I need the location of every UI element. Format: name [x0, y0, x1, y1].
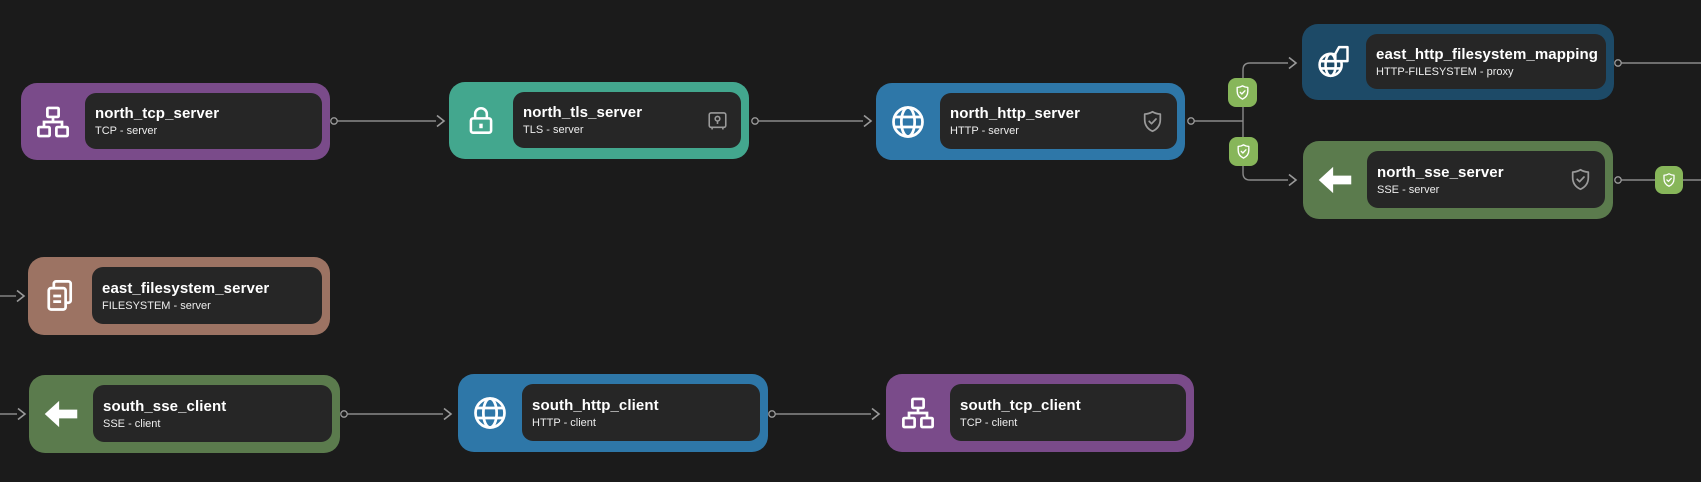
output-port-north-tcp[interactable]: [330, 117, 338, 125]
node-panel: north_http_server HTTP - server: [940, 93, 1177, 149]
node-panel: south_http_client HTTP - client: [522, 384, 760, 441]
arrowhead: [871, 407, 881, 421]
globe-icon: [876, 83, 940, 160]
vault-icon: [706, 109, 729, 132]
node-title: north_tcp_server: [95, 105, 220, 122]
arrowhead: [443, 407, 453, 421]
output-port-north-sse[interactable]: [1614, 176, 1622, 184]
arrowhead: [1288, 173, 1298, 187]
node-subtitle: HTTP-FILESYSTEM - proxy: [1376, 65, 1514, 78]
arrowhead: [863, 114, 873, 128]
node-subtitle: HTTP - server: [950, 125, 1019, 137]
node-panel: south_tcp_client TCP - client: [950, 384, 1186, 441]
node-title: south_sse_client: [103, 397, 227, 415]
arrow-left-icon: [29, 375, 93, 453]
output-port-http-client[interactable]: [768, 410, 776, 418]
node-title: north_tls_server: [523, 104, 643, 121]
shield-check-icon: [1237, 144, 1250, 159]
copy-icon: [28, 257, 92, 335]
node-title: south_http_client: [532, 396, 659, 414]
sitemap-icon: [21, 83, 85, 160]
node-south_tcp_client[interactable]: south_tcp_client TCP - client: [886, 374, 1194, 452]
node-subtitle: SSE - server: [1377, 183, 1440, 196]
node-south_sse_client[interactable]: south_sse_client SSE - client: [29, 375, 340, 453]
node-subtitle: TLS - server: [523, 124, 584, 136]
node-panel: north_sse_server SSE - server: [1367, 151, 1605, 208]
arrowhead: [16, 289, 26, 303]
node-north_sse_server[interactable]: north_sse_server SSE - server: [1303, 141, 1613, 219]
shield-check-icon: [1140, 109, 1165, 134]
shield-check-icon: [1236, 85, 1249, 100]
node-panel: south_sse_client SSE - client: [93, 385, 332, 442]
node-title: south_tcp_client: [960, 396, 1081, 414]
edge-http-to-sse[interactable]: [1242, 121, 1288, 181]
node-title: north_http_server: [950, 105, 1081, 122]
security-badge-sse-out[interactable]: [1655, 166, 1683, 194]
node-subtitle: FILESYSTEM - server: [102, 299, 211, 312]
shield-check-icon: [1568, 167, 1593, 192]
output-port-mapping[interactable]: [1614, 59, 1622, 67]
node-subtitle: TCP - client: [960, 416, 1018, 429]
arrowhead: [1288, 56, 1298, 70]
arrow-left-icon: [1303, 141, 1367, 219]
node-panel: north_tcp_server TCP - server: [85, 93, 322, 149]
node-panel: north_tls_server TLS - server: [513, 92, 741, 148]
sitemap-icon: [886, 374, 950, 452]
node-title: north_sse_server: [1377, 163, 1504, 181]
node-panel: east_http_filesystem_mapping HTTP-FILESY…: [1366, 34, 1606, 89]
security-badge-http-to-mapping[interactable]: [1228, 78, 1257, 107]
node-title: east_http_filesystem_mapping: [1376, 45, 1599, 63]
lock-icon: [449, 82, 513, 159]
node-east_filesystem_server[interactable]: east_filesystem_server FILESYSTEM - serv…: [28, 257, 330, 335]
arrowhead: [436, 114, 446, 128]
output-port-sse-client[interactable]: [340, 410, 348, 418]
security-badge-http-to-sse[interactable]: [1229, 137, 1258, 166]
arrowhead: [17, 407, 27, 421]
node-title: east_filesystem_server: [102, 279, 270, 297]
node-north_tcp_server[interactable]: north_tcp_server TCP - server: [21, 83, 330, 160]
node-north_tls_server[interactable]: north_tls_server TLS - server: [449, 82, 749, 159]
edge-http-to-mapping[interactable]: [1242, 62, 1288, 121]
node-subtitle: TCP - server: [95, 125, 158, 137]
globe-icon: [458, 374, 522, 452]
node-panel: east_filesystem_server FILESYSTEM - serv…: [92, 267, 322, 324]
node-subtitle: SSE - client: [103, 417, 161, 430]
output-port-north-http[interactable]: [1187, 117, 1195, 125]
shield-check-icon: [1663, 173, 1675, 187]
output-port-north-tls[interactable]: [751, 117, 759, 125]
node-south_http_client[interactable]: south_http_client HTTP - client: [458, 374, 768, 452]
globe-document-icon: [1302, 24, 1366, 100]
node-north_http_server[interactable]: north_http_server HTTP - server: [876, 83, 1185, 160]
node-subtitle: HTTP - client: [532, 416, 596, 429]
node-east_http_filesystem_mapping[interactable]: east_http_filesystem_mapping HTTP-FILESY…: [1302, 24, 1614, 100]
